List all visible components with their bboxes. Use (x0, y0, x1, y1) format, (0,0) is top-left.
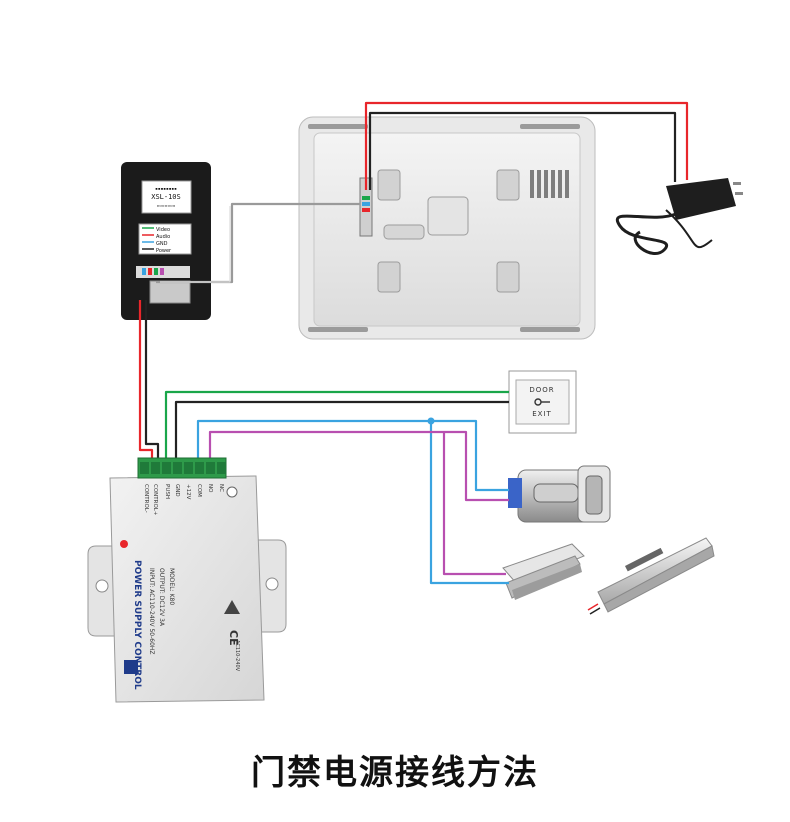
electric-strike-lock (508, 465, 611, 523)
electric-bolt-lock (587, 537, 715, 615)
wire-monitor-black (368, 111, 677, 190)
terminal-label-no: NO (207, 484, 213, 493)
terminal-label-12v: +12V (185, 484, 191, 500)
outdoor-wire-stubs (142, 227, 154, 250)
wire-exit-black (174, 400, 509, 462)
psu-input: INPUT: AC110-240V 50-60HZ (148, 568, 155, 655)
wire-station-red (138, 300, 154, 462)
junction-dot (427, 417, 435, 425)
wire-monitor-red (364, 101, 689, 190)
power-adapter (615, 178, 743, 255)
outdoor-model-label: XSL-10S (151, 193, 181, 201)
outdoor-label-video: Video (156, 227, 170, 233)
terminal-label-control-plus: CONTROL+ (152, 484, 158, 516)
exit-button-text-bottom: EXIT (532, 410, 552, 418)
monitor-speaker-grille (530, 170, 569, 198)
diagram-caption: 门禁电源接线方法 (251, 753, 539, 793)
power-led (120, 540, 128, 548)
svg-text:▪▪▪▪▪▪▪▪: ▪▪▪▪▪▪▪▪ (155, 187, 177, 192)
outdoor-station: ▪▪▪▪▪▪▪▪ XSL-10S ▫▫▫▫▫▫▫ Video Audio GND… (121, 162, 211, 320)
terminal-label-gnd: GND (174, 484, 180, 497)
monitor-vent-top (308, 124, 580, 332)
psu-ac-range: AC110-240V (234, 640, 240, 672)
wires (138, 101, 689, 585)
wire-station-black (144, 300, 160, 462)
psu-title: POWER SUPPLY CONTROL (132, 560, 142, 690)
outdoor-label-audio: Audio (156, 234, 170, 240)
wire-exit-green (164, 390, 509, 462)
terminal-screws (140, 462, 226, 474)
outdoor-label-gnd: GND (156, 241, 168, 247)
exit-button-text-top: DOOR (529, 386, 554, 394)
monitor-connector (359, 177, 425, 240)
svg-text:▫▫▫▫▫▫▫: ▫▫▫▫▫▫▫ (157, 204, 176, 209)
touch-icon (226, 486, 238, 498)
ce-mark: CE (227, 630, 240, 646)
indoor-monitor (298, 116, 596, 340)
terminal-label-nc: NC (218, 484, 224, 492)
psu-output: OUTPUT: DC12V 3A (158, 568, 165, 627)
power-supply-box: CONTROL- CONTROL+ PUSH GND +12V COM NO N… (87, 457, 287, 703)
outdoor-label-power: Power (156, 248, 172, 254)
wire-com-blue (196, 419, 509, 492)
exit-button: DOOR EXIT (508, 370, 577, 434)
psu-model: MODEL: K80 (168, 568, 175, 605)
terminal-label-control-minus: CONTROL- (143, 484, 149, 513)
magnetic-lock (502, 543, 585, 600)
monitor-mount-slots (377, 169, 520, 293)
wire-no-purple (208, 430, 509, 502)
terminal-label-push: PUSH (164, 484, 170, 499)
terminal-label-com: COM (196, 484, 202, 497)
brand-logo-icon (124, 660, 138, 674)
warning-icon (224, 600, 240, 614)
